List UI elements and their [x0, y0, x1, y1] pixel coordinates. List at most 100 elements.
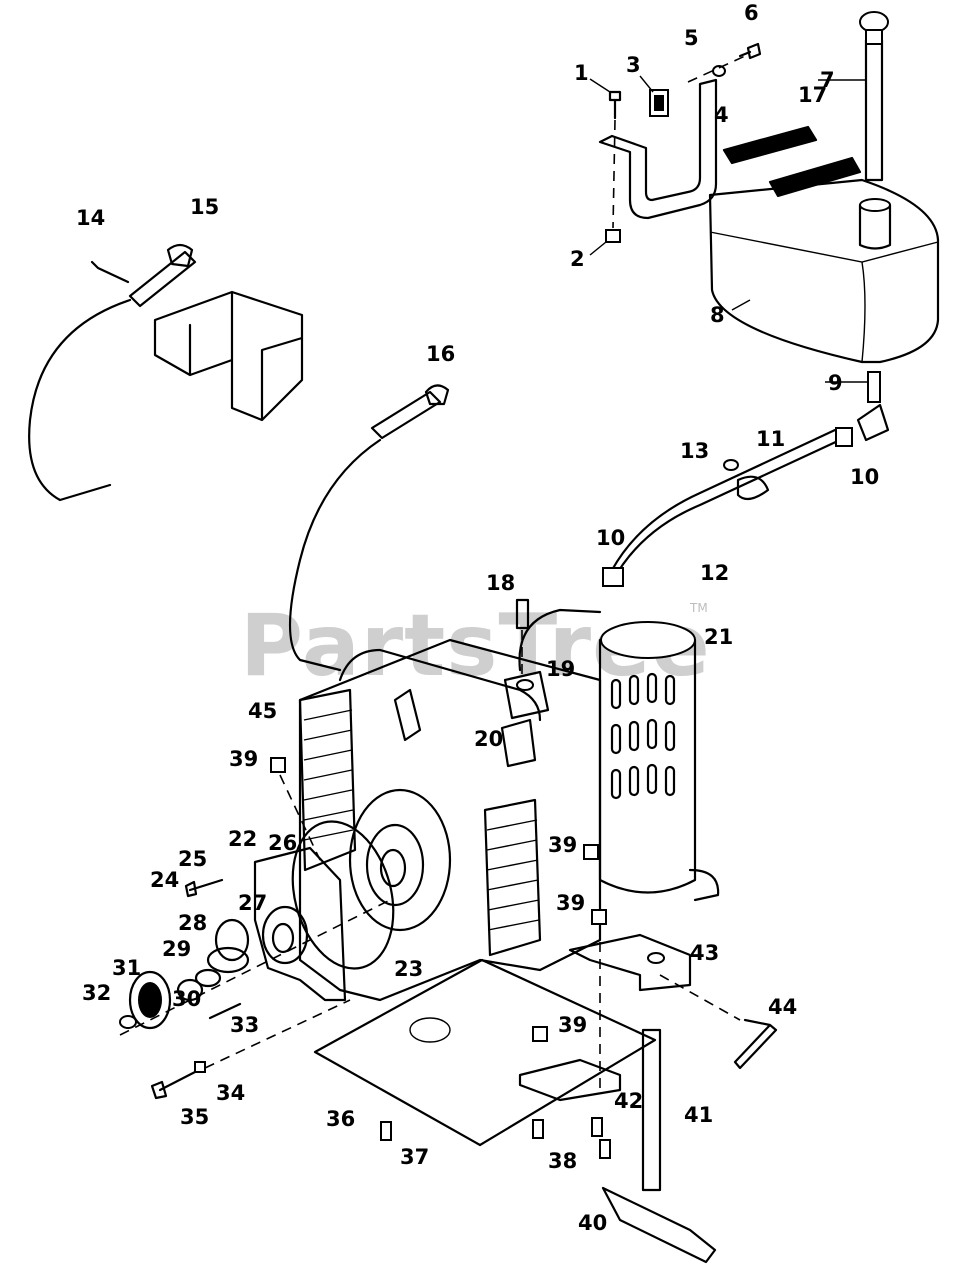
callout-28: 28	[178, 911, 207, 935]
callout-39-b: 39	[548, 833, 577, 857]
cap-collar	[865, 29, 883, 45]
bolt-24	[184, 878, 224, 898]
filler-opening	[859, 198, 891, 212]
callout-22: 22	[228, 827, 257, 851]
nut-39-d	[532, 1026, 548, 1042]
handle-40	[601, 1186, 717, 1264]
cylinder-left	[298, 688, 357, 872]
callout-4: 4	[714, 103, 729, 127]
muffler	[598, 621, 720, 902]
callout-42: 42	[614, 1089, 643, 1113]
bolt-35	[150, 1070, 197, 1100]
intake-manifold	[338, 648, 542, 722]
callout-32: 32	[82, 981, 111, 1005]
throttle-cable-line	[288, 438, 382, 672]
bolt-38-a	[532, 1119, 544, 1139]
clip-fill	[654, 95, 664, 111]
washer-34	[194, 1061, 206, 1073]
callout-18: 18	[486, 571, 515, 595]
cover-bore-inner	[271, 922, 295, 954]
oring-27	[214, 918, 250, 962]
engine-assembly	[298, 598, 657, 1147]
callout-12: 12	[700, 561, 729, 585]
throttle-control-bracket	[28, 243, 304, 502]
muffler-bracket	[568, 933, 692, 992]
washer-5	[712, 65, 726, 77]
callout-31: 31	[112, 956, 141, 980]
shutoff-valve	[856, 403, 890, 442]
nut-39-c	[591, 909, 607, 925]
cylinder-right-fins	[486, 819, 540, 931]
callout-41: 41	[684, 1103, 713, 1127]
callout-16: 16	[426, 342, 455, 366]
choke-cable	[28, 298, 132, 502]
callout-40: 40	[578, 1211, 607, 1235]
fuel-fitting-19	[503, 670, 550, 720]
rod-axis	[659, 974, 741, 1021]
flywheel-hub	[365, 823, 425, 907]
fuel-line-inner	[610, 428, 837, 572]
fuel-hose-upper	[518, 608, 602, 672]
base-hole	[409, 1017, 451, 1043]
callout-29: 29	[162, 937, 191, 961]
callout-labels: 1 2 3 4 5 6 7 8 9 10 10 11 12 13 14 15 1…	[76, 1, 879, 1235]
washer-32	[119, 1015, 137, 1029]
bolt-37	[380, 1121, 392, 1141]
filler-neck	[858, 203, 892, 250]
decal-b	[768, 156, 862, 198]
callout-39-c: 39	[556, 891, 585, 915]
callout-23: 23	[394, 957, 423, 981]
callout-36: 36	[326, 1107, 355, 1131]
support-rod	[733, 1018, 778, 1070]
fitting-hole	[516, 679, 534, 691]
tube-41	[641, 1028, 662, 1192]
ring-29	[194, 968, 222, 988]
bevel-gear-teeth	[138, 982, 162, 1018]
bolt-38-b	[591, 1117, 603, 1137]
tank-seam	[709, 231, 939, 263]
fuel-tank	[708, 178, 940, 364]
callout-33: 33	[230, 1013, 259, 1037]
bolt-33	[208, 1002, 242, 1020]
callout-35: 35	[180, 1105, 209, 1129]
callout-10: 10	[850, 465, 879, 489]
tank-bracket	[598, 78, 718, 220]
tank-front-edge	[861, 261, 866, 363]
callout-27: 27	[238, 891, 267, 915]
callout-25: 25	[178, 847, 207, 871]
callout-13: 13	[680, 439, 709, 463]
muffler-slots	[610, 672, 676, 800]
bracket-axis	[687, 55, 746, 83]
nut-39-a	[270, 757, 286, 773]
nut-2	[605, 229, 621, 243]
callout-3: 3	[626, 53, 641, 77]
callout-11: 11	[756, 427, 785, 451]
callout-8: 8	[710, 303, 725, 327]
throttle-knob	[424, 384, 450, 406]
callout-19: 19	[546, 657, 575, 681]
fuel-line-assembly	[602, 427, 853, 587]
bolt-6	[738, 42, 762, 60]
bolt-1	[608, 90, 622, 120]
nut-39-b	[583, 844, 599, 860]
callout-9: 9	[828, 371, 843, 395]
fuel-gauge-stem	[864, 38, 884, 182]
washer-13	[723, 459, 739, 471]
ring-30	[176, 978, 204, 1002]
callout-34: 34	[216, 1081, 245, 1105]
throttle-cable	[288, 384, 450, 672]
choke-knob	[166, 243, 194, 268]
fitting-18	[515, 598, 530, 630]
bevel-gear	[128, 970, 172, 1030]
engine-base-plate	[313, 958, 657, 1147]
control-bracket	[153, 290, 304, 422]
choke-control	[128, 250, 197, 308]
callout-17: 17	[798, 83, 827, 107]
cylinder-right	[483, 798, 542, 957]
crankshaft-end	[379, 848, 407, 888]
callout-26: 26	[268, 831, 297, 855]
callout-44: 44	[768, 995, 797, 1019]
callout-10-b: 10	[596, 526, 625, 550]
bracket-hole	[647, 952, 665, 964]
